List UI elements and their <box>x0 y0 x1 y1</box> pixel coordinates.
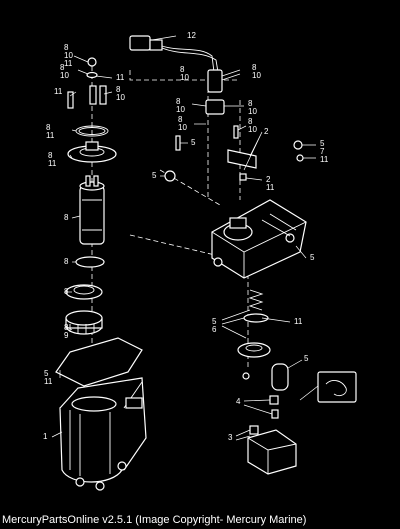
callout-4: 4 <box>236 397 241 406</box>
callout-12: 12 <box>187 31 196 40</box>
callout-8-9: 8 9 <box>64 323 69 340</box>
callout-8-10: 8 10 <box>176 97 185 114</box>
top-fittings <box>67 57 109 137</box>
inset-detail-box <box>317 371 357 403</box>
callout-5-6: 5 6 <box>212 317 217 334</box>
callout-2-11: 2 11 <box>266 175 275 192</box>
callout-8-10: 8 10 <box>180 65 189 82</box>
callout-8-11: 8 11 <box>48 151 57 168</box>
pump-top-cover <box>67 141 117 163</box>
copyright-caption: MercuryPartsOnline v2.5.1 (Image Copyrig… <box>2 514 307 526</box>
callout-8-10: 8 10 <box>248 117 257 134</box>
callout-5-7-11: 5 7 11 <box>320 139 329 164</box>
lower-stack <box>237 289 297 475</box>
callout-5: 5 <box>191 138 196 147</box>
callout-8-10-11-top: 8 10 11 <box>64 43 73 68</box>
callout-11: 11 <box>116 73 125 82</box>
callout-8-10: 8 10 <box>60 63 69 80</box>
callout-8: 8 <box>64 257 69 266</box>
main-housing <box>211 199 307 279</box>
wiring-harness <box>129 35 225 115</box>
callout-8-10: 8 10 <box>248 99 257 116</box>
callout-5: 5 <box>310 253 315 262</box>
callout-8-10: 8 10 <box>178 115 187 132</box>
exploded-parts-diagram <box>51 35 357 491</box>
fuel-pump-body <box>79 175 105 245</box>
callout-5: 5 <box>152 171 157 180</box>
callout-8-11: 8 11 <box>46 123 55 140</box>
leader-lines <box>51 35 319 441</box>
bracket-parts <box>164 125 304 182</box>
callout-11: 11 <box>294 317 303 326</box>
callout-3: 3 <box>228 433 233 442</box>
callout-8: 8 <box>64 213 69 222</box>
callout-2: 2 <box>264 127 269 136</box>
callout-8-10: 8 10 <box>252 63 261 80</box>
callout-8: 8 <box>64 287 69 296</box>
callout-8-10: 8 10 <box>116 85 125 102</box>
pump-clamps <box>65 256 105 335</box>
callout-5: 5 <box>304 354 309 363</box>
callout-11: 11 <box>54 87 63 96</box>
callout-5-11: 5 11 <box>44 369 53 386</box>
reservoir-gasket <box>55 337 143 387</box>
callout-1: 1 <box>43 432 48 441</box>
fuel-reservoir <box>59 377 147 491</box>
